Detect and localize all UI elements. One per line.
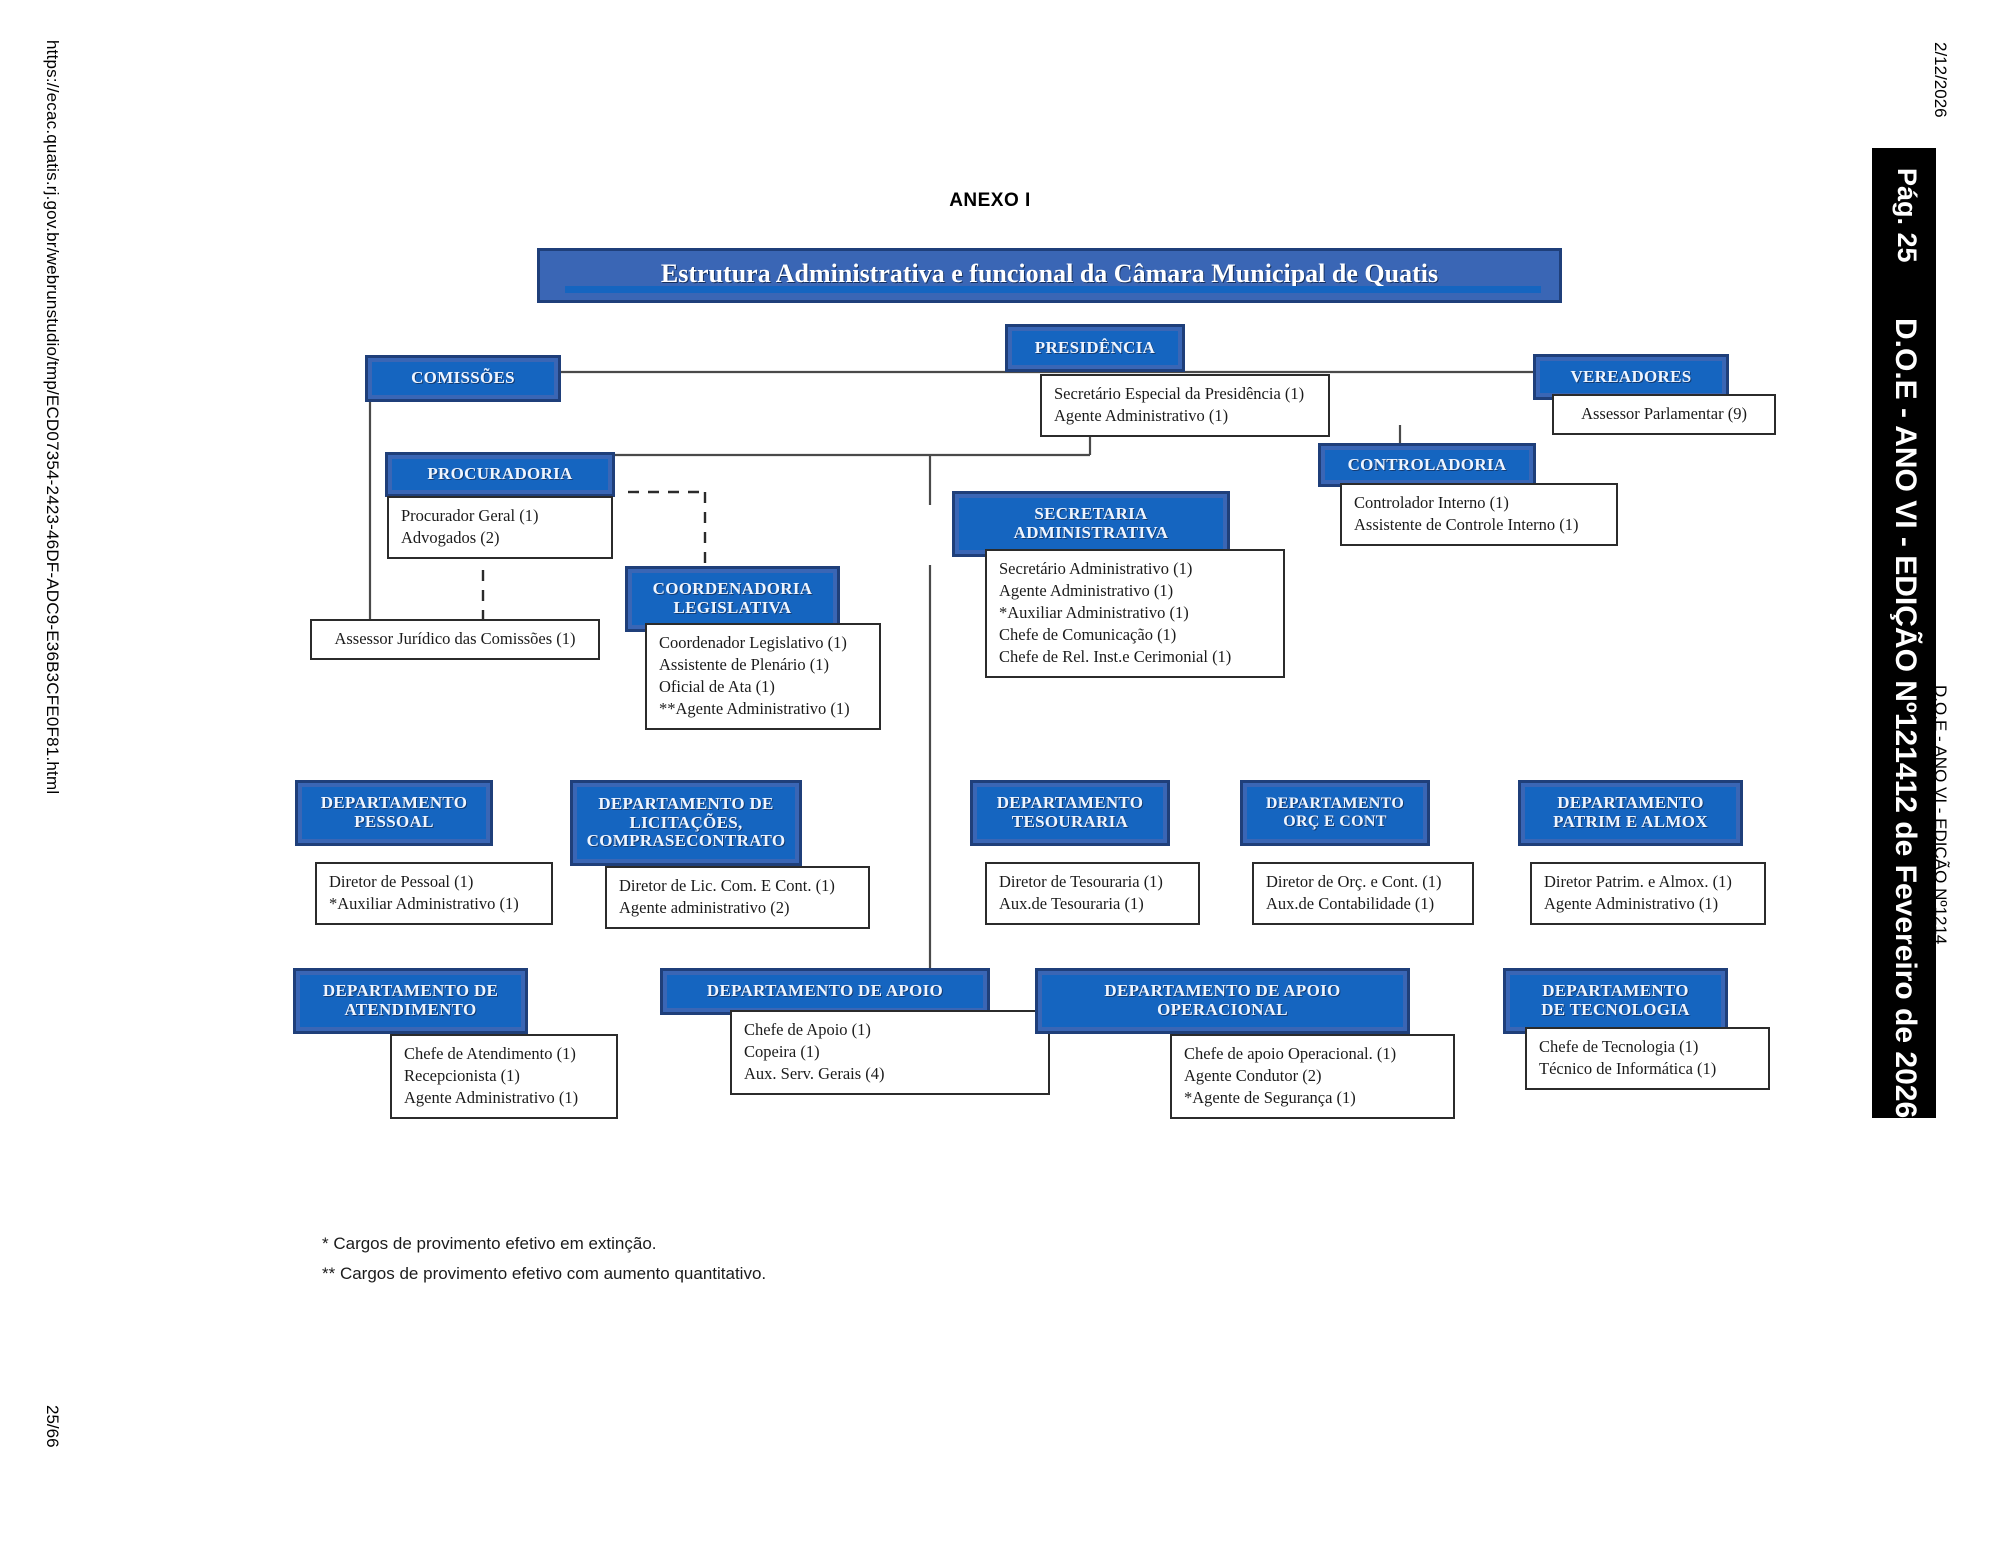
roster-line: Agente Administrativo (1) [404,1087,579,1107]
roster-line: Copeira (1) [744,1041,820,1061]
roster-line: Assistente de Plenário (1) [659,654,830,674]
roster-line: Assessor Parlamentar (9) [1581,404,1747,423]
roster-line: **Agente Administrativo (1) [659,698,850,718]
roster-dep-tecnologia: Chefe de Tecnologia (1) Técnico de Infor… [1525,1027,1770,1090]
roster-line: Aux.de Tesouraria (1) [999,893,1144,913]
roster-line: Chefe de Rel. Inst.e Cerimonial (1) [999,646,1232,666]
roster-line: Agente Condutor (2) [1184,1065,1322,1085]
roster-line: Chefe de Apoio (1) [744,1020,871,1039]
roster-line: Secretário Administrativo (1) [999,559,1193,578]
unit-procuradoria-label: PROCURADORIA [427,464,573,484]
unit-dep-licitacoes[interactable]: DEPARTAMENTO DE LICITAÇÕES, COMPRASECONT… [570,780,802,866]
unit-dep-orc-cont-label: DEPARTAMENTO ORÇ E CONT [1265,795,1405,830]
roster-dep-orc-cont: Diretor de Orç. e Cont. (1) Aux.de Conta… [1252,862,1474,925]
unit-dep-tecnologia-label: DEPARTAMENTO DE TECNOLOGIA [1541,981,1690,1019]
roster-dep-apoio: Chefe de Apoio (1) Copeira (1) Aux. Serv… [730,1010,1050,1095]
roster-line: Diretor Patrim. e Almox. (1) [1544,872,1732,891]
roster-line: Diretor de Orç. e Cont. (1) [1266,872,1442,891]
unit-dep-apoio-operacional-label: DEPARTAMENTO DE APOIO OPERACIONAL [1104,981,1341,1019]
unit-dep-atendimento-label: DEPARTAMENTO DE ATENDIMENTO [322,981,499,1019]
roster-line: *Agente de Segurança (1) [1184,1087,1356,1107]
unit-controladoria-label: CONTROLADORIA [1347,454,1507,474]
roster-line: Secretário Especial da Presidência (1) [1054,384,1305,403]
annex-label: ANEXO I [949,190,1031,211]
roster-line: Técnico de Informática (1) [1539,1058,1717,1078]
roster-dep-pessoal: Diretor de Pessoal (1) *Auxiliar Adminis… [315,862,553,925]
unit-dep-tecnologia[interactable]: DEPARTAMENTO DE TECNOLOGIA [1503,968,1728,1034]
roster-line: Agente administrativo (2) [619,897,790,917]
unit-controladoria[interactable]: CONTROLADORIA [1318,443,1536,487]
roster-comissoes: Assessor Jurídico das Comissões (1) [310,619,600,660]
unit-dep-apoio[interactable]: DEPARTAMENTO DE APOIO [660,968,990,1015]
unit-coordenadoria-legislativa[interactable]: COORDENADORIA LEGISLATIVA [625,566,840,632]
unit-dep-patrim-almox[interactable]: DEPARTAMENTO PATRIM E ALMOX [1518,780,1743,846]
unit-dep-patrim-almox-label: DEPARTAMENTO PATRIM E ALMOX [1553,793,1708,831]
connector-lines [368,345,1632,1065]
banner-publication-title: D.O.E - ANO VI - EDIÇÃO Nº121412 de Feve… [1889,318,1922,1119]
roster-line: *Auxiliar Administrativo (1) [999,602,1189,622]
roster-line: Agente Administrativo (1) [1054,405,1229,425]
roster-line: Assessor Jurídico das Comissões (1) [334,629,576,648]
unit-presidencia[interactable]: PRESIDÊNCIA [1005,324,1185,372]
roster-procuradoria: Procurador Geral (1) Advogados (2) [387,496,613,559]
roster-line: Diretor de Lic. Com. E Cont. (1) [619,876,835,895]
roster-coordenadoria-legislativa: Coordenador Legislativo (1) Assistente d… [645,623,881,730]
roster-line: Chefe de Tecnologia (1) [1539,1037,1699,1056]
unit-vereadores-label: VEREADORES [1570,366,1692,386]
roster-line: Aux. Serv. Gerais (4) [744,1063,885,1083]
roster-vereadores: Assessor Parlamentar (9) [1552,394,1776,435]
unit-comissoes[interactable]: COMISSÕES [365,355,561,402]
roster-line: Agente Administrativo (1) [999,580,1174,600]
unit-dep-apoio-label: DEPARTAMENTO DE APOIO [706,981,944,1001]
roster-line: Aux.de Contabilidade (1) [1266,893,1435,913]
title-underline [565,286,1541,293]
unit-dep-pessoal-label: DEPARTAMENTO PESSOAL [320,793,468,831]
roster-line: Agente Administrativo (1) [1544,893,1719,913]
unit-comissoes-label: COMISSÕES [411,368,515,388]
roster-dep-licitacoes: Diretor de Lic. Com. E Cont. (1) Agente … [605,866,870,929]
roster-line: Coordenador Legislativo (1) [659,633,847,652]
unit-dep-tesouraria-label: DEPARTAMENTO TESOURARIA [996,793,1144,831]
roster-dep-patrim-almox: Diretor Patrim. e Almox. (1) Agente Admi… [1530,862,1766,925]
org-chart: ANEXO I Estrutura Administrativa e funci… [293,190,1776,1283]
chart-title-bar: Estrutura Administrativa e funcional da … [537,248,1562,303]
unit-dep-atendimento[interactable]: DEPARTAMENTO DE ATENDIMENTO [293,968,528,1034]
roster-controladoria: Controlador Interno (1) Assistente de Co… [1340,483,1618,546]
roster-presidencia: Secretário Especial da Presidência (1) A… [1040,374,1330,437]
print-date: 2/12/2026 [1931,42,1950,118]
publication-banner [1872,148,1936,1118]
roster-line: Advogados (2) [401,527,500,547]
roster-dep-atendimento: Chefe de Atendimento (1) Recepcionista (… [390,1034,618,1119]
roster-secretaria-administrativa: Secretário Administrativo (1) Agente Adm… [985,549,1285,678]
roster-dep-apoio-operacional: Chefe de apoio Operacional. (1) Agente C… [1170,1034,1455,1119]
roster-line: Chefe de apoio Operacional. (1) [1184,1044,1397,1063]
roster-line: Diretor de Pessoal (1) [329,872,474,891]
unit-dep-licitacoes-label: DEPARTAMENTO DE LICITAÇÕES, COMPRASECONT… [586,793,786,851]
unit-coordenadoria-legislativa-label: COORDENADORIA LEGISLATIVA [652,579,813,617]
unit-procuradoria[interactable]: PROCURADORIA [385,452,615,497]
unit-dep-apoio-operacional[interactable]: DEPARTAMENTO DE APOIO OPERACIONAL [1035,968,1410,1034]
chart-title: Estrutura Administrativa e funcional da … [660,258,1439,288]
roster-line: *Auxiliar Administrativo (1) [329,893,519,913]
unit-secretaria-administrativa-label: SECRETARIA ADMINISTRATIVA [1013,504,1169,542]
roster-line: Procurador Geral (1) [401,506,539,525]
unit-dep-pessoal[interactable]: DEPARTAMENTO PESSOAL [295,780,493,846]
roster-dep-tesouraria: Diretor de Tesouraria (1) Aux.de Tesoura… [985,862,1200,925]
unit-dep-orc-cont[interactable]: DEPARTAMENTO ORÇ E CONT [1240,780,1430,846]
unit-dep-tesouraria[interactable]: DEPARTAMENTO TESOURARIA [970,780,1170,846]
roster-line: Assistente de Controle Interno (1) [1354,514,1579,534]
roster-line: Chefe de Atendimento (1) [404,1044,576,1063]
roster-line: Controlador Interno (1) [1354,493,1509,512]
footnote-single-asterisk: * Cargos de provimento efetivo em extinç… [322,1234,657,1253]
unit-secretaria-administrativa[interactable]: SECRETARIA ADMINISTRATIVA [952,491,1230,557]
banner-page-label: Pág. 25 [1892,168,1922,263]
roster-line: Chefe de Comunicação (1) [999,624,1177,644]
footnote-double-asterisk: ** Cargos de provimento efetivo com aume… [322,1264,767,1283]
roster-line: Oficial de Ata (1) [659,676,775,696]
unit-presidencia-label: PRESIDÊNCIA [1034,337,1156,357]
roster-line: Diretor de Tesouraria (1) [999,872,1163,891]
roster-line: Recepcionista (1) [404,1065,520,1085]
